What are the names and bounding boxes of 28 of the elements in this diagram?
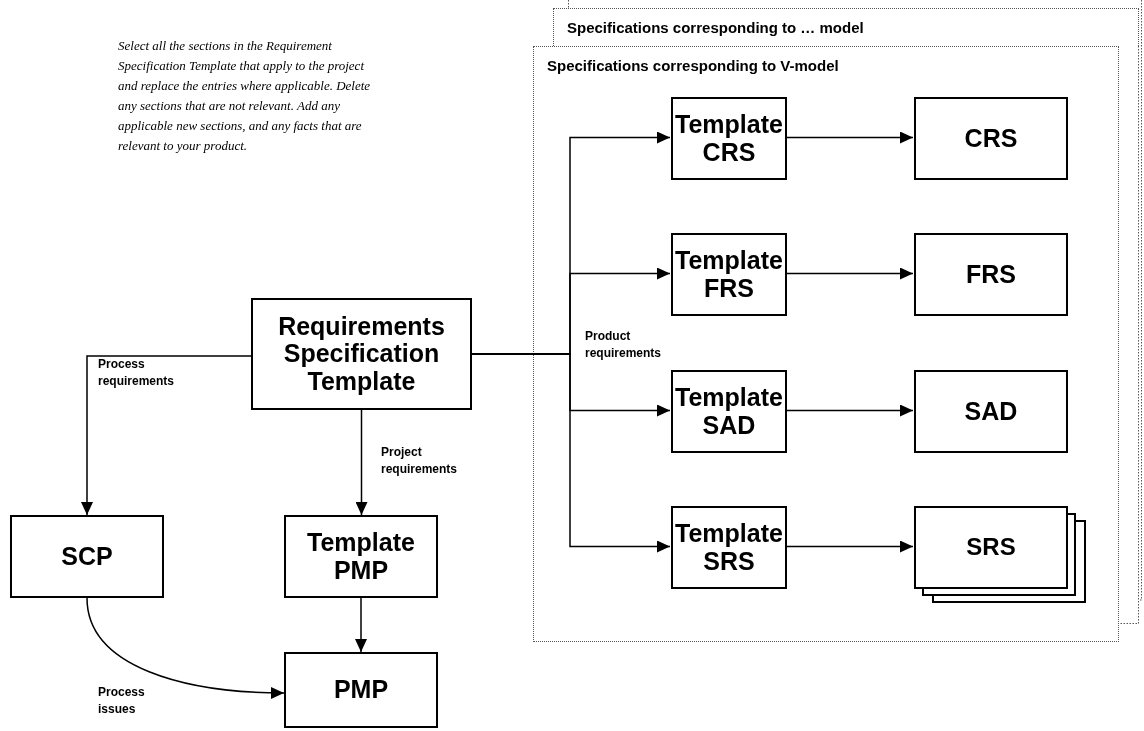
arrow: [355, 409, 368, 516]
process-box: CRS: [914, 97, 1068, 180]
process-box: SCP: [10, 515, 164, 598]
process-box: SAD: [914, 370, 1068, 453]
arrow: [81, 355, 252, 516]
arrow: [86, 597, 285, 699]
arrow: [785, 267, 914, 280]
process-box: PMP: [284, 652, 438, 728]
panel-title: Specifications corresponding to V-model: [547, 56, 839, 76]
edge-label: Project requirements: [381, 444, 459, 478]
process-box: Template SRS: [671, 506, 787, 589]
process-box: Requirements Specification Template: [251, 298, 472, 410]
dotted-panel: [553, 8, 1139, 46]
process-box: Template CRS: [671, 97, 787, 180]
process-box: Template SAD: [671, 370, 787, 453]
arrow: [785, 404, 914, 417]
process-box: Template FRS: [671, 233, 787, 316]
process-box: FRS: [914, 233, 1068, 316]
process-box: Template PMP: [284, 515, 438, 598]
instruction-note: Select all the sections in the Requirement Specification Template that apply to the project and replace the entries where applicable. Delete any sections that are not relevant. Add any applicable new sections, and any facts that are relevant to your product.: [118, 37, 372, 155]
dotted-panel: [533, 46, 1119, 642]
arrow: [785, 540, 914, 553]
arrow: [785, 131, 914, 144]
edge-label: Product requirements: [585, 328, 663, 362]
panel-title: Specifications corresponding to … model: [567, 18, 864, 38]
edge-label: Process issues: [98, 684, 146, 718]
arrow: [355, 597, 367, 653]
edge-label: Process requirements: [98, 356, 176, 390]
